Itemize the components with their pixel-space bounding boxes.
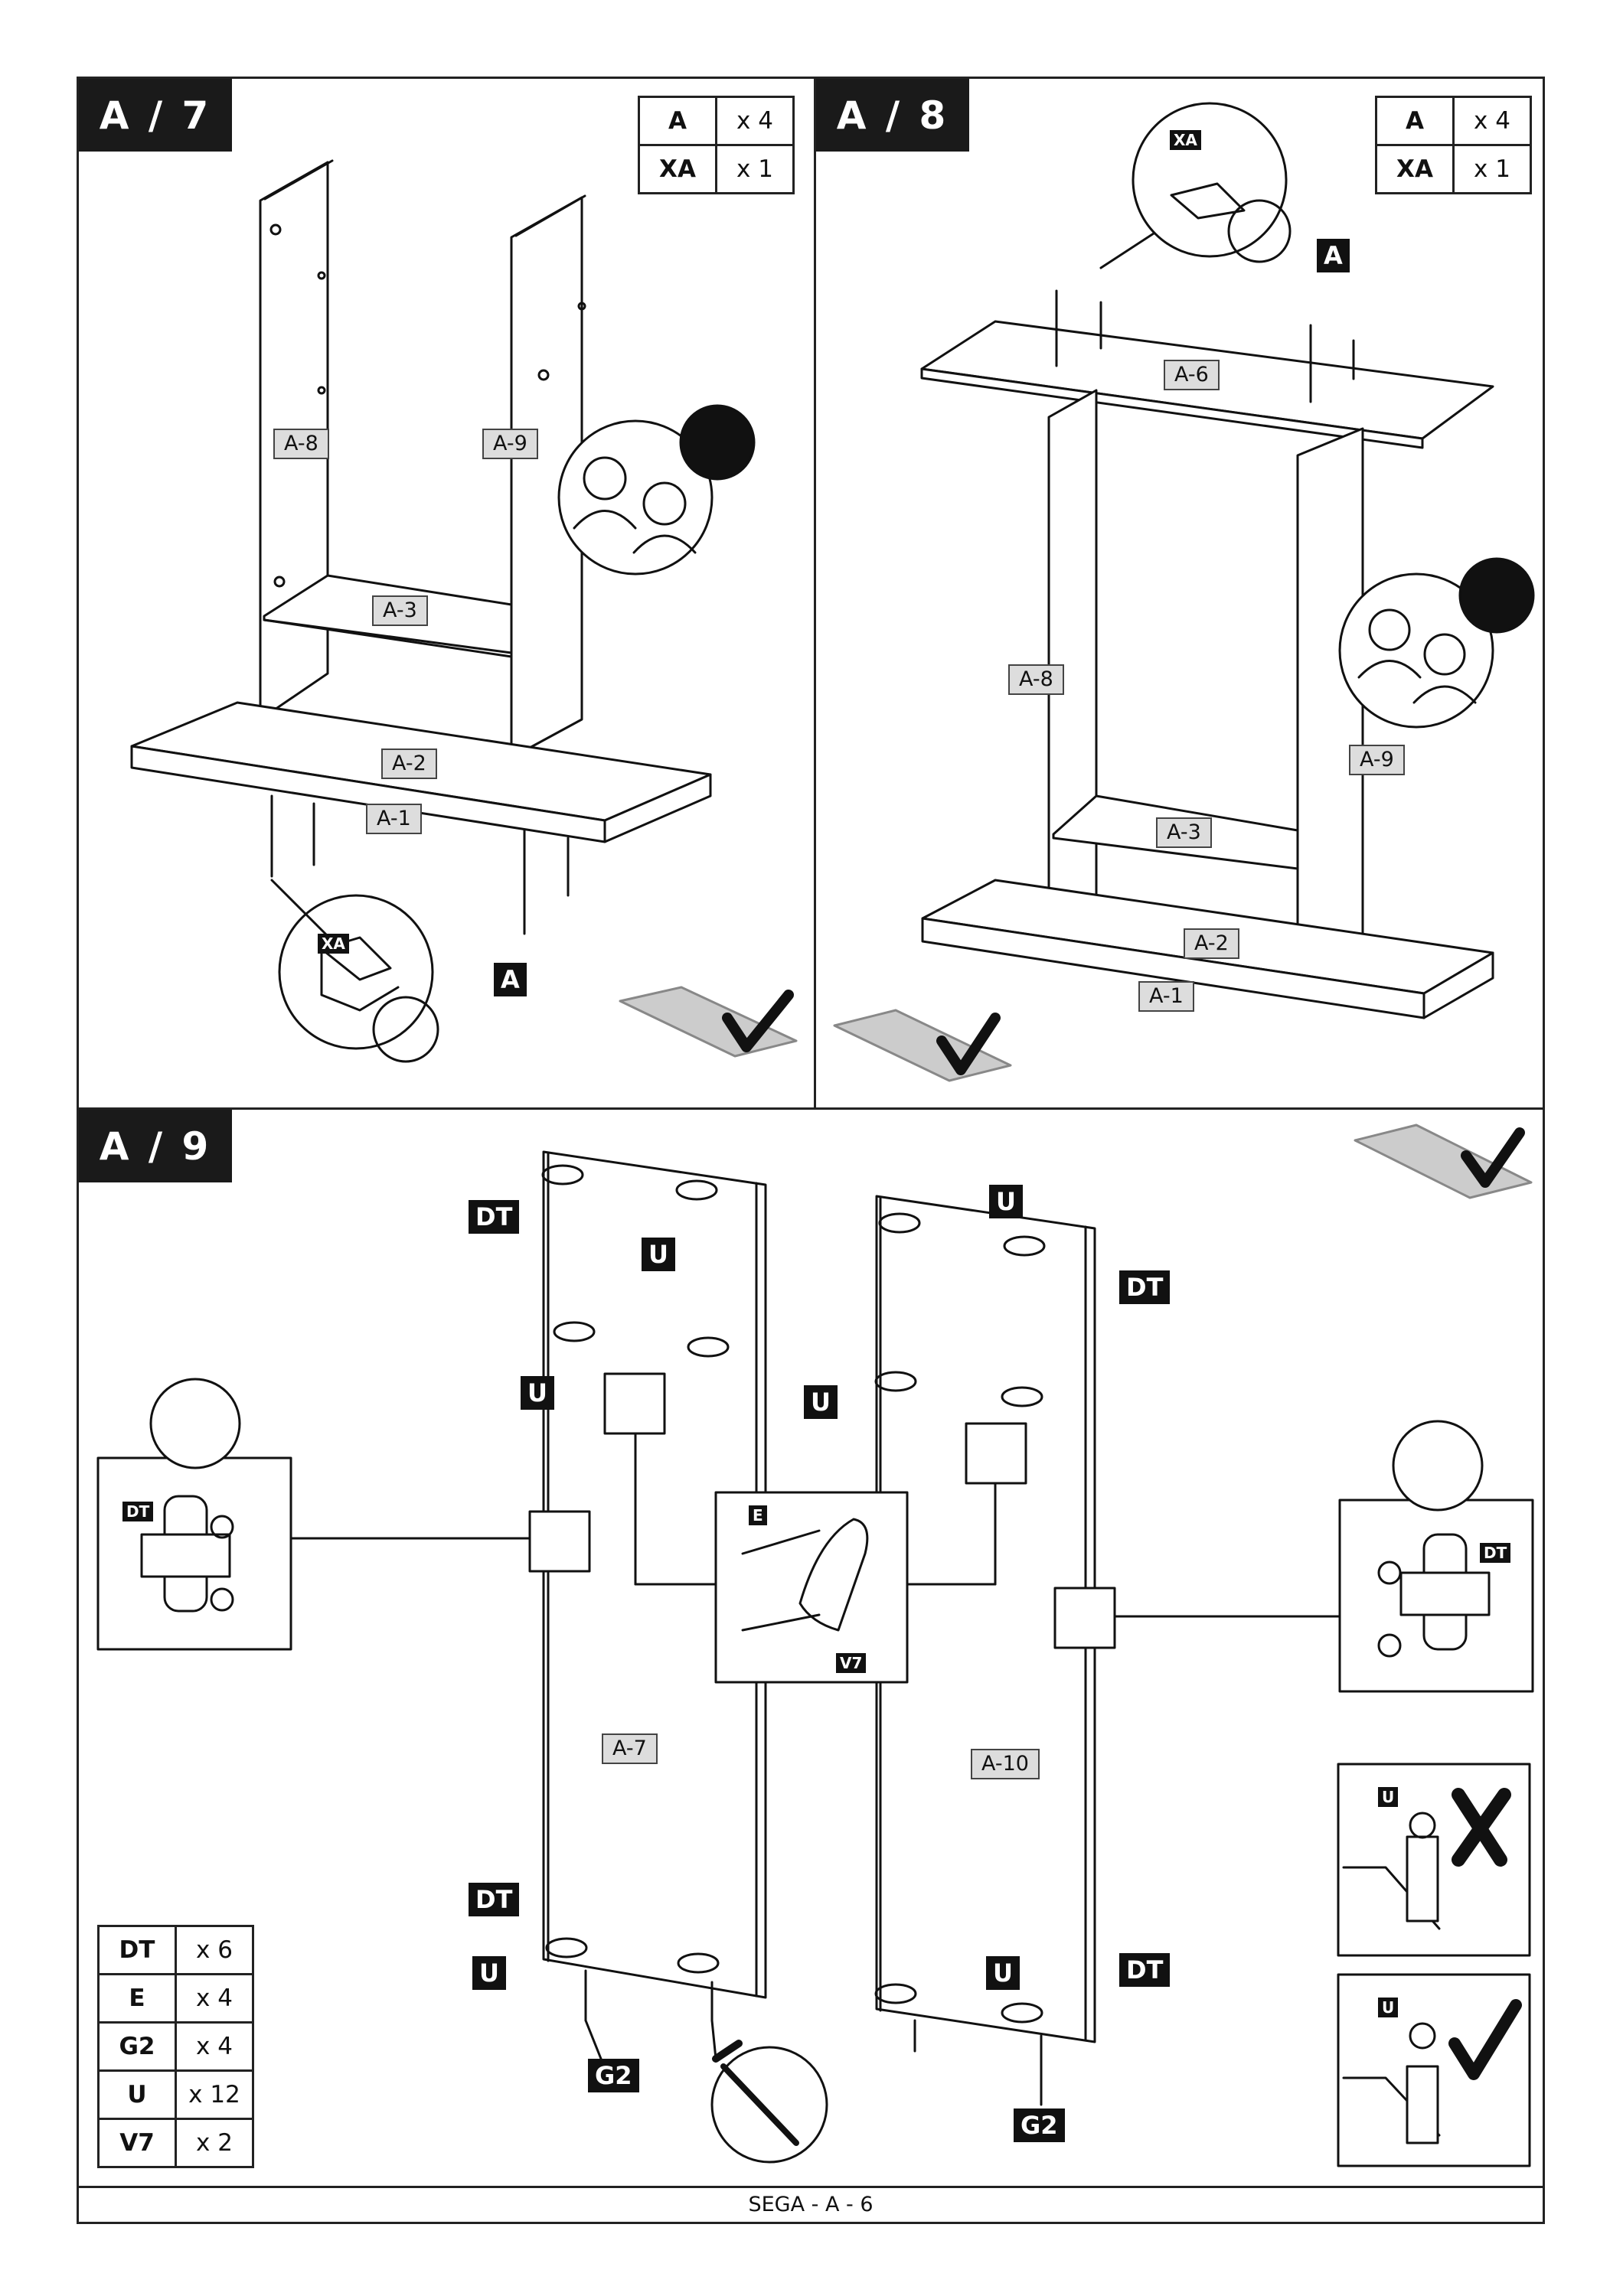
qty-cell: x 4 — [175, 2021, 254, 2072]
part-cell: A — [1375, 96, 1455, 146]
part-cell: XA — [638, 144, 717, 194]
qty-cell: x 12 — [175, 2069, 254, 2120]
hardware-tag-xa: XA — [1170, 130, 1201, 150]
qty-cell: x 4 — [175, 1973, 254, 2024]
panel-label-a3: A-3 — [1156, 817, 1212, 848]
step-a8-frame — [814, 77, 1545, 1110]
hardware-tag-u: U — [472, 1956, 506, 1990]
part-cell: V7 — [97, 2118, 177, 2168]
a7-drawing — [130, 159, 798, 1063]
part-cell: A — [638, 96, 717, 146]
a9-drawing — [96, 1124, 1534, 2167]
panel-label-a8: A-8 — [1008, 664, 1064, 695]
panel-label-a10: A-10 — [971, 1749, 1040, 1779]
qty-cell: x 2 — [175, 2118, 254, 2168]
hardware-tag-xa: XA — [318, 934, 349, 954]
panel-label-a1: A-1 — [366, 804, 422, 834]
qty-cell: x 1 — [715, 144, 795, 194]
panel-label-a6: A-6 — [1164, 360, 1220, 390]
part-cell: DT — [97, 1925, 177, 1975]
hardware-tag-u-small: U — [1378, 1998, 1399, 2017]
panel-label-a9: A-9 — [482, 429, 538, 459]
panel-label-a1: A-1 — [1138, 981, 1194, 1012]
hardware-tag-g2: G2 — [1014, 2108, 1065, 2142]
hardware-tag-a: A — [1317, 239, 1350, 272]
hardware-tag-u-small: U — [1378, 1787, 1399, 1807]
step-tag-a7: A / 7 — [79, 79, 232, 152]
qty-cell: x 1 — [1452, 144, 1532, 194]
panel-label-a2: A-2 — [381, 748, 437, 779]
qty-cell: x 4 — [1452, 96, 1532, 146]
hardware-tag-u: U — [986, 1956, 1020, 1990]
step-tag-a9: A / 9 — [79, 1110, 232, 1182]
hardware-tag-e: E — [749, 1505, 767, 1525]
hardware-tag-u: U — [804, 1385, 838, 1419]
part-cell: E — [97, 1973, 177, 2024]
hardware-tag-v7: V7 — [836, 1653, 867, 1673]
part-cell: XA — [1375, 144, 1455, 194]
hardware-tag-dt: DT — [469, 1883, 520, 1916]
panel-label-a8: A-8 — [273, 429, 329, 459]
panel-label-a7: A-7 — [602, 1733, 658, 1764]
page-footer: SEGA - A - 6 — [77, 2186, 1545, 2224]
panel-label-a9: A-9 — [1349, 745, 1405, 775]
panel-label-a3: A-3 — [372, 595, 428, 626]
part-cell: G2 — [97, 2021, 177, 2072]
hardware-tag-g2: G2 — [588, 2059, 639, 2092]
hardware-tag-dt-small: DT — [122, 1502, 154, 1521]
qty-cell: x 6 — [175, 1925, 254, 1975]
hardware-tag-dt: DT — [1119, 1270, 1171, 1304]
part-cell: U — [97, 2069, 177, 2120]
hardware-tag-dt-small: DT — [1480, 1543, 1511, 1563]
hardware-tag-dt: DT — [469, 1200, 520, 1234]
qty-cell: x 4 — [715, 96, 795, 146]
hardware-tag-u: U — [642, 1238, 675, 1271]
hardware-tag-a: A — [494, 963, 527, 996]
hardware-tag-u: U — [989, 1185, 1023, 1218]
hardware-tag-u: U — [521, 1376, 554, 1410]
step-a7-frame — [77, 77, 816, 1110]
hardware-tag-dt: DT — [1119, 1953, 1171, 1987]
step-a9-frame — [77, 1107, 1545, 2188]
panel-label-a2: A-2 — [1184, 928, 1239, 959]
step-tag-a8: A / 8 — [816, 79, 969, 152]
